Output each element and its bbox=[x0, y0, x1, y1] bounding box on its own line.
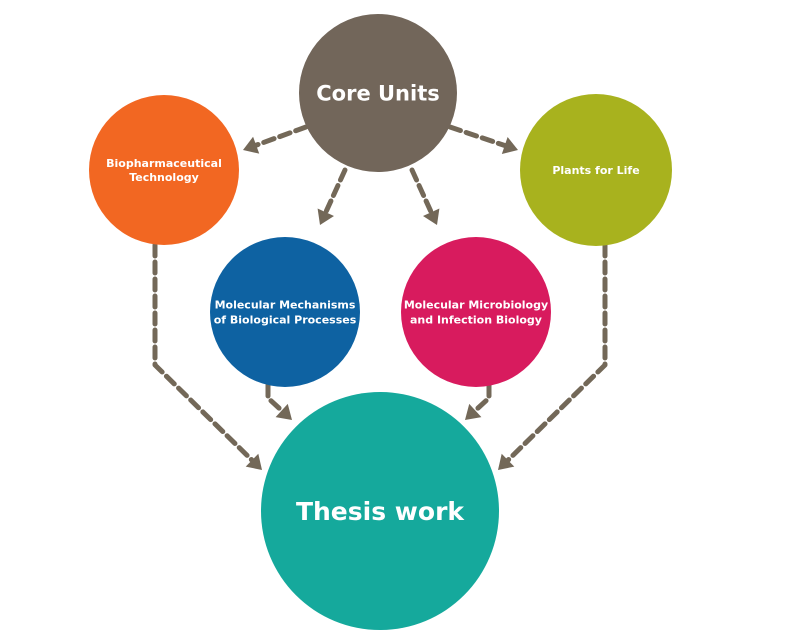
connector-core-molmech bbox=[317, 167, 348, 225]
dashed-line bbox=[409, 167, 434, 215]
dashed-line bbox=[323, 167, 348, 215]
arrowhead-icon bbox=[243, 136, 260, 154]
arrowhead-icon bbox=[423, 208, 440, 225]
node-plants: Plants for Life bbox=[520, 94, 672, 246]
node-label: Biopharmaceutical bbox=[106, 157, 222, 170]
arrowhead-icon bbox=[501, 136, 518, 155]
connectors bbox=[152, 124, 608, 470]
node-circle bbox=[299, 14, 457, 172]
node-circle bbox=[401, 237, 551, 387]
node-label: Plants for Life bbox=[552, 164, 639, 177]
node-circle bbox=[210, 237, 360, 387]
node-thesis: Thesis work bbox=[261, 392, 499, 630]
arrowhead-icon bbox=[498, 453, 515, 470]
connector-molmicro-thesis bbox=[465, 382, 492, 420]
dashed-line bbox=[505, 242, 608, 463]
dashed-line bbox=[472, 382, 492, 414]
dashed-line bbox=[265, 382, 285, 414]
node-circle bbox=[520, 94, 672, 246]
connector-molmech-thesis bbox=[265, 382, 292, 420]
node-label: and Infection Biology bbox=[410, 313, 542, 326]
node-circle bbox=[89, 95, 239, 245]
connector-plants-thesis bbox=[498, 242, 608, 470]
node-label: Thesis work bbox=[296, 497, 465, 526]
node-label: Technology bbox=[129, 171, 199, 184]
node-label: Core Units bbox=[316, 82, 440, 106]
connector-core-biopharm bbox=[243, 124, 309, 154]
connector-biopharm-thesis bbox=[152, 242, 262, 470]
arrowhead-icon bbox=[245, 453, 262, 470]
connector-core-molmicro bbox=[409, 167, 440, 225]
connector-core-plants bbox=[447, 124, 518, 155]
node-label: Molecular Mechanisms bbox=[215, 298, 356, 311]
node-molmech: Molecular Mechanisms of Biological Proces… bbox=[210, 237, 360, 387]
node-label: of Biological Processes bbox=[214, 313, 357, 326]
arrowhead-icon bbox=[275, 403, 292, 420]
dashed-line bbox=[253, 124, 309, 148]
dashed-line bbox=[447, 124, 508, 149]
arrowhead-icon bbox=[317, 208, 334, 225]
dashed-line bbox=[152, 242, 255, 463]
node-circle bbox=[261, 392, 499, 630]
arrowhead-icon bbox=[465, 403, 482, 420]
node-molmicro: Molecular Microbiology and Infection Biol… bbox=[401, 237, 551, 387]
node-core: Core Units bbox=[299, 14, 457, 172]
node-label: Molecular Microbiology bbox=[404, 298, 548, 311]
